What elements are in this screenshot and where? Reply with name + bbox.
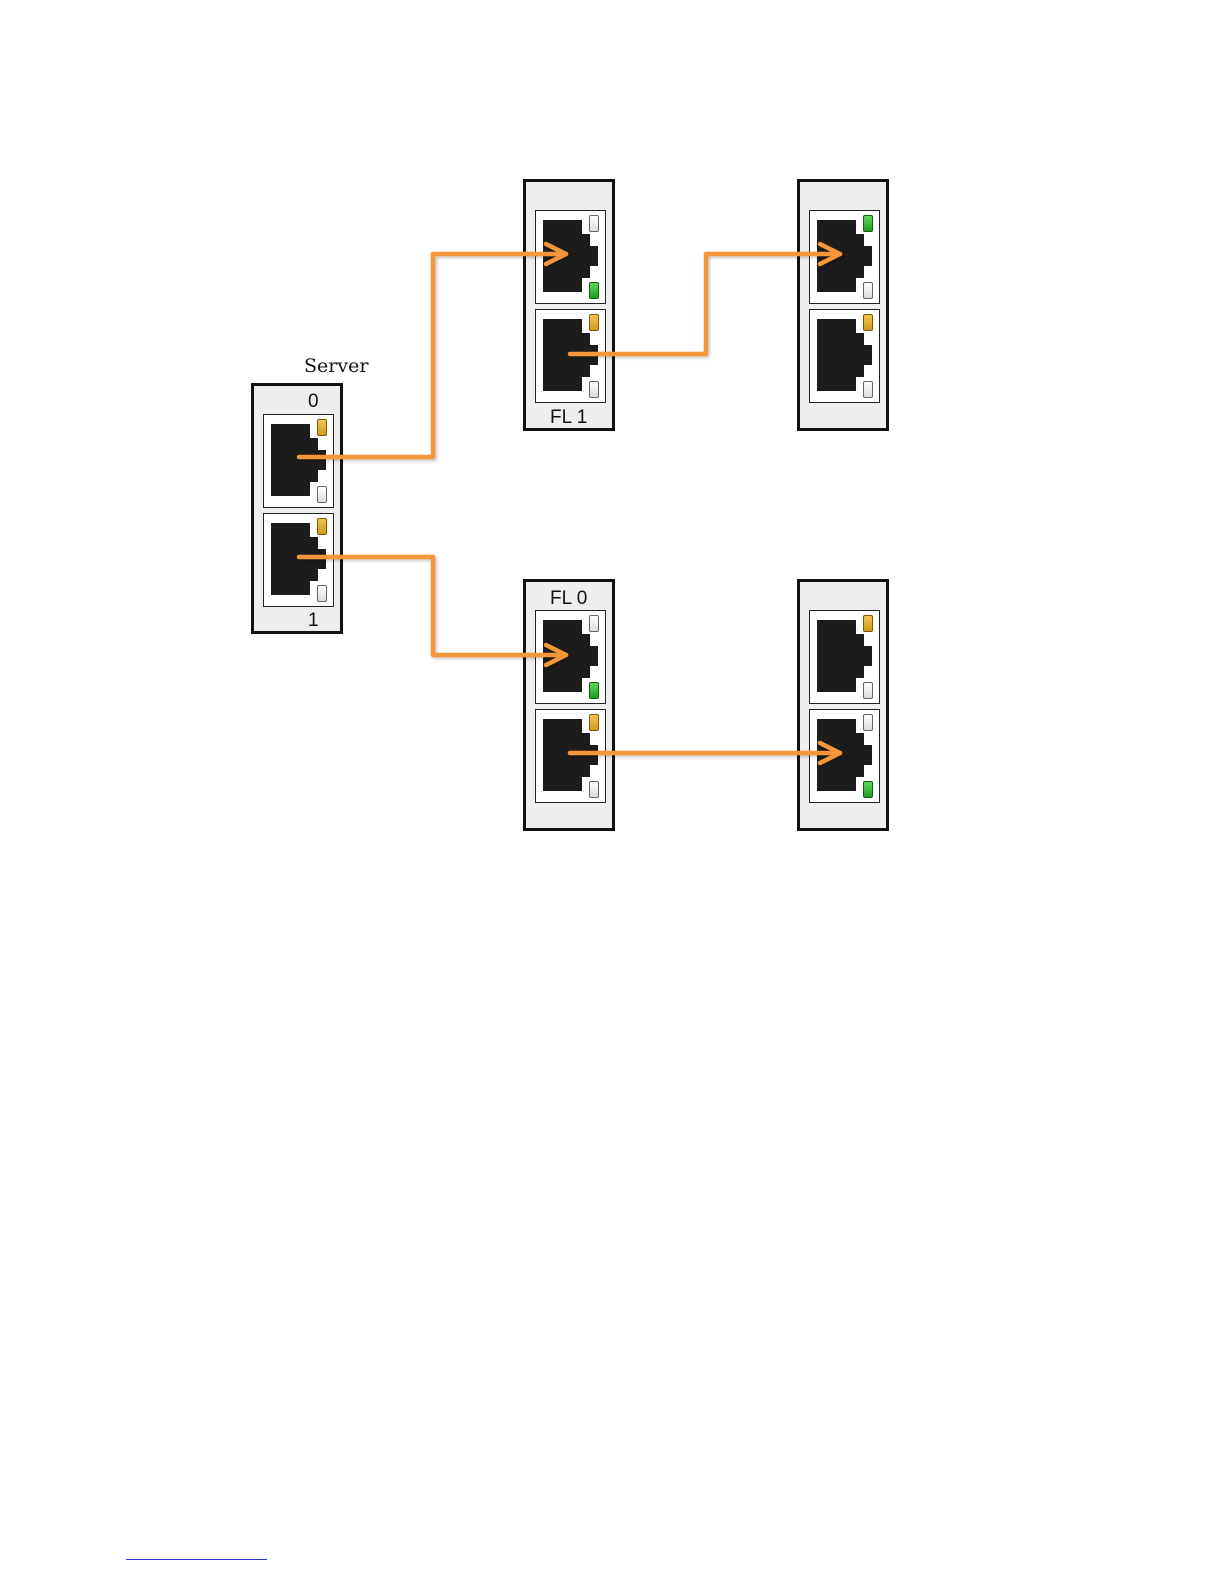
footnote-rule	[126, 1559, 267, 1560]
cable-server0-to-fl1	[299, 254, 566, 457]
cable-fl1-to-right-top	[570, 254, 840, 354]
cable-server1-to-fl0	[299, 557, 566, 655]
